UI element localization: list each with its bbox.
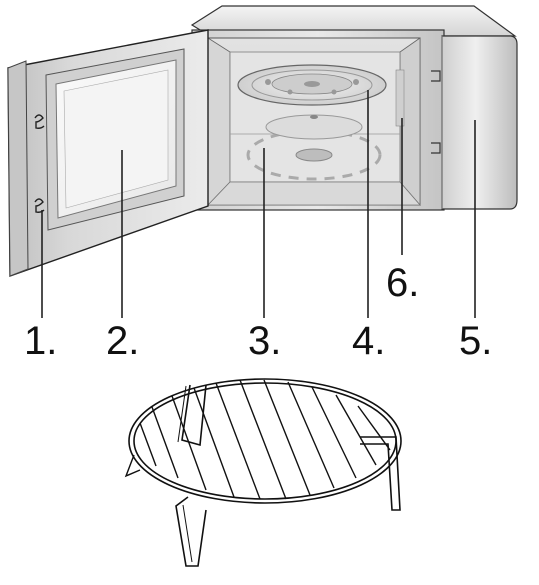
leader-lines [41,90,476,318]
glass-tray [237,64,387,106]
door [7,29,209,277]
callout-2-door-window: 2. [106,319,140,363]
waveguide-cover [395,69,405,127]
hook-icon [34,114,45,213]
callout-4-glass-tray: 4. [352,319,386,363]
callout-5-control-panel: 5. [459,319,493,363]
grill-rack-icon [124,378,402,567]
callout-1-door: 1. [24,319,58,363]
cabinet [190,5,518,211]
control-panel [441,35,518,210]
callout-3-turntable-support: 3. [248,319,282,363]
callout-6-waveguide-cover: 6. [386,261,420,305]
turntable-support [246,114,382,181]
latch-icon [431,70,441,154]
